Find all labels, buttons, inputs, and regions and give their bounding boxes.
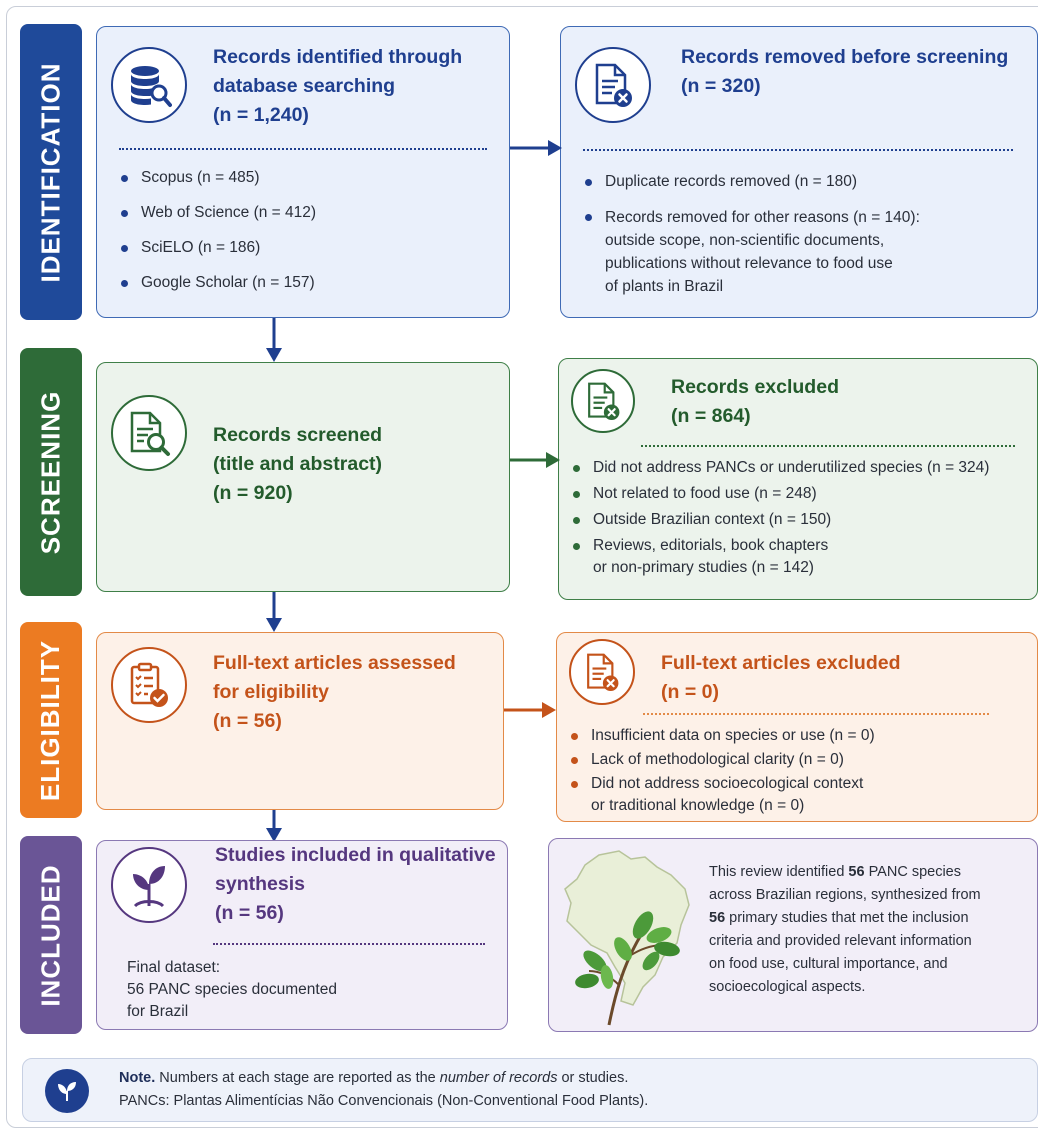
flow-arrow-right: [504, 702, 556, 718]
sprout-icon: [111, 847, 187, 923]
stage-label-screening: SCREENING: [35, 390, 66, 554]
stage-tab-eligibility: ELIGIBILITY: [20, 622, 82, 818]
stage-tab-identification: IDENTIFICATION: [20, 24, 82, 320]
stage-label-eligibility: ELIGIBILITY: [35, 639, 66, 801]
flow-arrow-right: [510, 452, 560, 468]
review-summary-text: This review identified 56 PANC species a…: [709, 864, 981, 995]
full-text-excluded-box: Full-text articles excluded (n = 0) Insu…: [556, 632, 1038, 822]
final-dataset-text: Final dataset: 56 PANC species documente…: [127, 959, 337, 1020]
full-text-assessed-box: Full-text articles assessed for eligibil…: [96, 632, 504, 810]
records-screened-title: Records screened (title and abstract) (n…: [213, 424, 383, 504]
flow-arrow-right: [510, 140, 562, 156]
divider: [583, 149, 1013, 151]
flow-arrow-down: [266, 810, 282, 842]
list-item: Outside Brazilian context (n = 150): [569, 509, 989, 531]
flow-arrow-down: [266, 318, 282, 362]
leaf-icon: [45, 1069, 89, 1113]
checklist-icon: [111, 647, 187, 723]
records-screened-box: Records screened (title and abstract) (n…: [96, 362, 510, 592]
divider: [119, 148, 487, 150]
list-item: Did not address socioecological context …: [567, 773, 875, 817]
document-remove-icon: [575, 47, 651, 123]
brazil-map-icon: [564, 850, 690, 1026]
list-item: Insufficient data on species or use (n =…: [567, 725, 875, 747]
stage-label-identification: IDENTIFICATION: [35, 61, 66, 283]
records-excluded-title: Records excluded (n = 864): [671, 376, 839, 427]
stage-label-included: INCLUDED: [35, 863, 66, 1007]
identification-records-title: Records identified through database sear…: [213, 46, 463, 126]
review-summary-box: This review identified 56 PANC species a…: [548, 838, 1038, 1032]
list-item: Duplicate records removed (n = 180): [581, 171, 920, 193]
stage-tab-screening: SCREENING: [20, 348, 82, 596]
divider: [643, 713, 989, 715]
full-text-excluded-title: Full-text articles excluded (n = 0): [661, 652, 901, 703]
list-item: Reviews, editorials, book chapters or no…: [569, 535, 989, 579]
list-item: Not related to food use (n = 248): [569, 483, 989, 505]
studies-included-title: Studies included in qualitative synthesi…: [215, 844, 496, 924]
flow-arrow-down: [266, 592, 282, 632]
note-box: Note. Numbers at each stage are reported…: [22, 1058, 1038, 1122]
removed-reasons-list: Duplicate records removed (n = 180) Reco…: [581, 171, 920, 298]
diagram-frame: [6, 6, 1038, 1128]
studies-included-box: Studies included in qualitative synthesi…: [96, 840, 508, 1030]
full-text-excluded-list: Insufficient data on species or use (n =…: [567, 725, 875, 817]
document-remove-icon: [571, 369, 635, 433]
full-text-assessed-title: Full-text articles assessed for eligibil…: [213, 652, 456, 732]
list-item: SciELO (n = 186): [117, 237, 316, 259]
list-item: Lack of methodological clarity (n = 0): [567, 749, 875, 771]
database-source-list: Scopus (n = 485) Web of Science (n = 412…: [117, 167, 316, 294]
records-removed-box: Records removed before screening (n = 32…: [560, 26, 1038, 318]
document-remove-icon: [569, 639, 635, 705]
database-search-icon: [111, 47, 187, 123]
list-item: Web of Science (n = 412): [117, 202, 316, 224]
identification-records-box: Records identified through database sear…: [96, 26, 510, 318]
list-item: Did not address PANCs or underutilized s…: [569, 457, 989, 479]
document-search-icon: [111, 395, 187, 471]
divider: [641, 445, 1015, 447]
stage-tab-included: INCLUDED: [20, 836, 82, 1034]
list-item: Google Scholar (n = 157): [117, 272, 316, 294]
records-removed-title: Records removed before screening (n = 32…: [681, 46, 1009, 97]
list-item: Records removed for other reasons (n = 1…: [581, 206, 920, 298]
divider: [213, 943, 485, 945]
list-item: Scopus (n = 485): [117, 167, 316, 189]
records-excluded-box: Records excluded (n = 864) Did not addre…: [558, 358, 1038, 600]
excluded-reasons-list: Did not address PANCs or underutilized s…: [569, 457, 989, 579]
note-text: Note. Numbers at each stage are reported…: [119, 1070, 649, 1109]
